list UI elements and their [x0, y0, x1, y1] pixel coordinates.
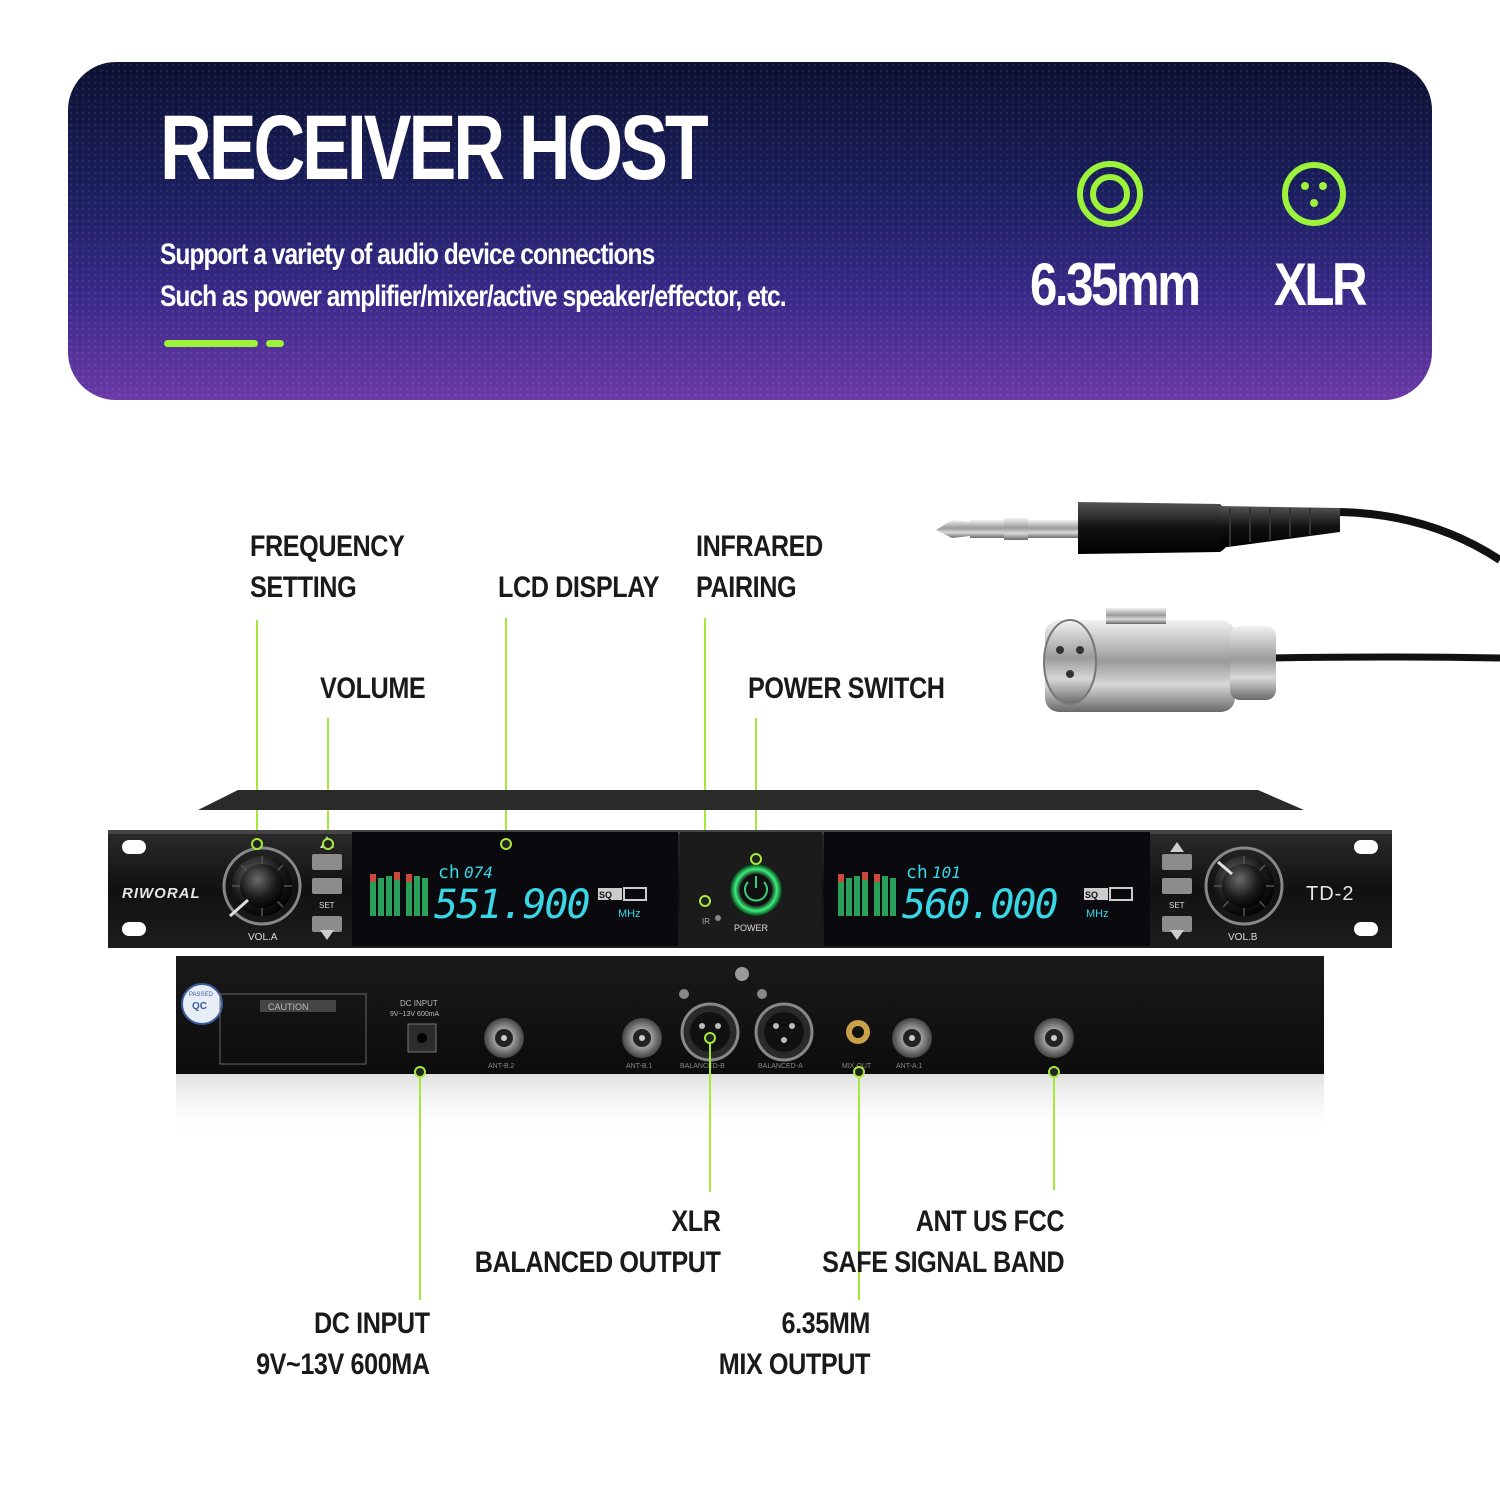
accent-bar	[164, 340, 258, 347]
xlr-connector-icon	[1282, 162, 1346, 226]
accent-bar-short	[266, 340, 284, 347]
connector-6-35mm-label: 6.35mm	[1030, 251, 1201, 318]
receiver-rear-panel: QC PASSED CAUTION DC INPUT 9V~13V 600mA …	[176, 956, 1324, 1138]
leader-power	[755, 718, 757, 856]
lcd-a-channel: 074	[464, 863, 493, 882]
leader-mix-output	[858, 1072, 860, 1300]
leader-frequency	[256, 620, 258, 842]
jack-connector-icon	[1077, 161, 1143, 227]
label-dc-input: DC INPUT 9V~13V 600MA	[256, 1307, 430, 1381]
subtitle-line-2: Such as power amplifier/mixer/active spe…	[160, 280, 787, 313]
marker-volume	[322, 838, 334, 850]
ir-label: IR	[702, 917, 710, 926]
rear-balanced-b: BALANCED-B	[680, 1063, 725, 1070]
leader-volume	[327, 718, 329, 842]
qc-sticker: QC	[192, 1001, 207, 1012]
qc-passed: PASSED	[189, 992, 214, 998]
leader-xlr	[709, 1038, 711, 1192]
label-mix-output: 6.35MM MIX OUTPUT	[718, 1307, 871, 1381]
lcd-b-sq: SQ	[1085, 890, 1098, 900]
lcd-b-unit: MHz	[1086, 908, 1109, 920]
lcd-a-frequency: 551.900	[434, 882, 589, 928]
lcd-b-channel: 101	[932, 863, 961, 882]
label-frequency-setting: FREQUENCY SETTING	[250, 530, 405, 604]
lcd-a-sq: SQ	[599, 890, 612, 900]
label-volume: VOLUME	[320, 672, 426, 705]
caution-label: CAUTION	[268, 1002, 309, 1012]
leader-lcd	[505, 618, 507, 842]
lcd-b-frequency: 560.000	[902, 882, 1057, 928]
lcd-a-unit: MHz	[618, 908, 641, 920]
leader-infrared	[704, 618, 706, 898]
vol-a-label: VOL.A	[248, 932, 278, 943]
leader-dc-input	[419, 1072, 421, 1300]
receiver-front-panel: RIWORAL TD-2 VOL.A VOL.B SET SET IR POWE…	[108, 790, 1392, 948]
marker-ant	[1048, 1066, 1060, 1078]
marker-dc-input	[414, 1066, 426, 1078]
set-label-a: SET	[319, 901, 335, 910]
lcd-a-ch: ch	[438, 862, 460, 883]
subtitle-line-1: Support a variety of audio device connec…	[160, 238, 655, 271]
cables-image	[936, 502, 1500, 712]
model-name: TD-2	[1306, 883, 1354, 905]
label-ant-fcc: ANT US FCC SAFE SIGNAL BAND	[821, 1205, 1064, 1279]
label-lcd-display: LCD DISPLAY	[498, 571, 660, 604]
label-xlr-balanced-output: XLR BALANCED OUTPUT	[474, 1205, 720, 1279]
rear-ant-b1: ANT-B.1	[626, 1063, 653, 1070]
page-title: RECEIVER HOST	[160, 97, 709, 199]
rear-ant-b2: ANT-B.2	[488, 1063, 515, 1070]
rear-ant-a1: ANT-A.1	[896, 1063, 923, 1070]
vol-b-label: VOL.B	[1228, 932, 1258, 943]
leader-ant	[1053, 1072, 1055, 1190]
set-label-b: SET	[1169, 901, 1185, 910]
marker-xlr	[704, 1032, 716, 1044]
marker-mix-output	[853, 1066, 865, 1078]
marker-infrared	[699, 895, 711, 907]
header-banner: RECEIVER HOST Support a variety of audio…	[68, 62, 1432, 400]
power-label: POWER	[734, 923, 769, 933]
label-infrared-pairing: INFRARED PAIRING	[696, 530, 823, 604]
marker-power	[750, 853, 762, 865]
rear-dc-spec: 9V~13V 600mA	[390, 1011, 440, 1018]
marker-frequency	[251, 838, 263, 850]
marker-lcd	[500, 838, 512, 850]
rear-balanced-a: BALANCED-A	[758, 1063, 803, 1070]
label-power-switch: POWER SWITCH	[748, 672, 945, 705]
connector-xlr-label: XLR	[1274, 251, 1367, 318]
rear-dc-input: DC INPUT	[400, 999, 438, 1008]
brand-logo: RIWORAL	[122, 885, 201, 902]
lcd-b-ch: ch	[906, 862, 928, 883]
